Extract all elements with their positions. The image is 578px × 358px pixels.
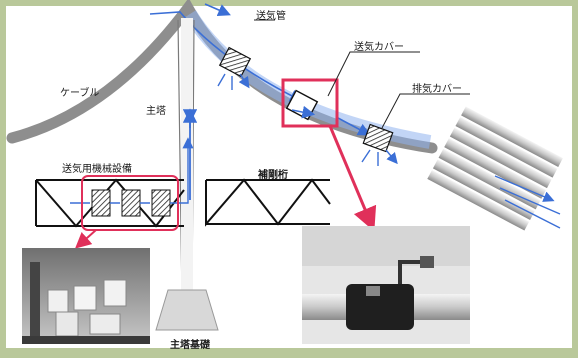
air-cover-leader (327, 51, 420, 97)
stiffening-truss-label: 補剛桁 (258, 170, 288, 181)
exhaust-cover-label: 排気カバー (412, 84, 462, 95)
air-pipe-label: 送気管 (256, 11, 286, 22)
exhaust-cover-leader (381, 93, 470, 129)
air-cover-box-2 (285, 89, 319, 121)
air-inlet-arrow (204, 3, 231, 17)
cable-label: ケーブル (60, 88, 100, 99)
main-tower-label: 主塔 (146, 106, 166, 117)
air-flow-arrow-2 (337, 117, 371, 136)
stiffening-truss (205, 178, 331, 227)
air-cover-label: 送気カバー (354, 42, 404, 53)
air-cover-box-1 (217, 46, 250, 90)
main-tower-body (181, 18, 193, 298)
blower-equipment-label: 送気用機械設備 (62, 164, 132, 175)
exhaust-cover-box (361, 123, 396, 166)
blower-highlight (81, 175, 179, 231)
blower-callout-arrow (75, 229, 97, 249)
cable-strand-bundle (427, 106, 563, 231)
blower-units (70, 140, 188, 217)
blower-equipment-photo (22, 248, 150, 344)
air-cover-highlight (281, 78, 339, 128)
air-cover-photo (302, 226, 470, 344)
tower-foundation (155, 289, 219, 331)
air-cover-callout-arrow (328, 125, 377, 232)
tower-foundation-label: 主塔基礎 (170, 340, 210, 351)
